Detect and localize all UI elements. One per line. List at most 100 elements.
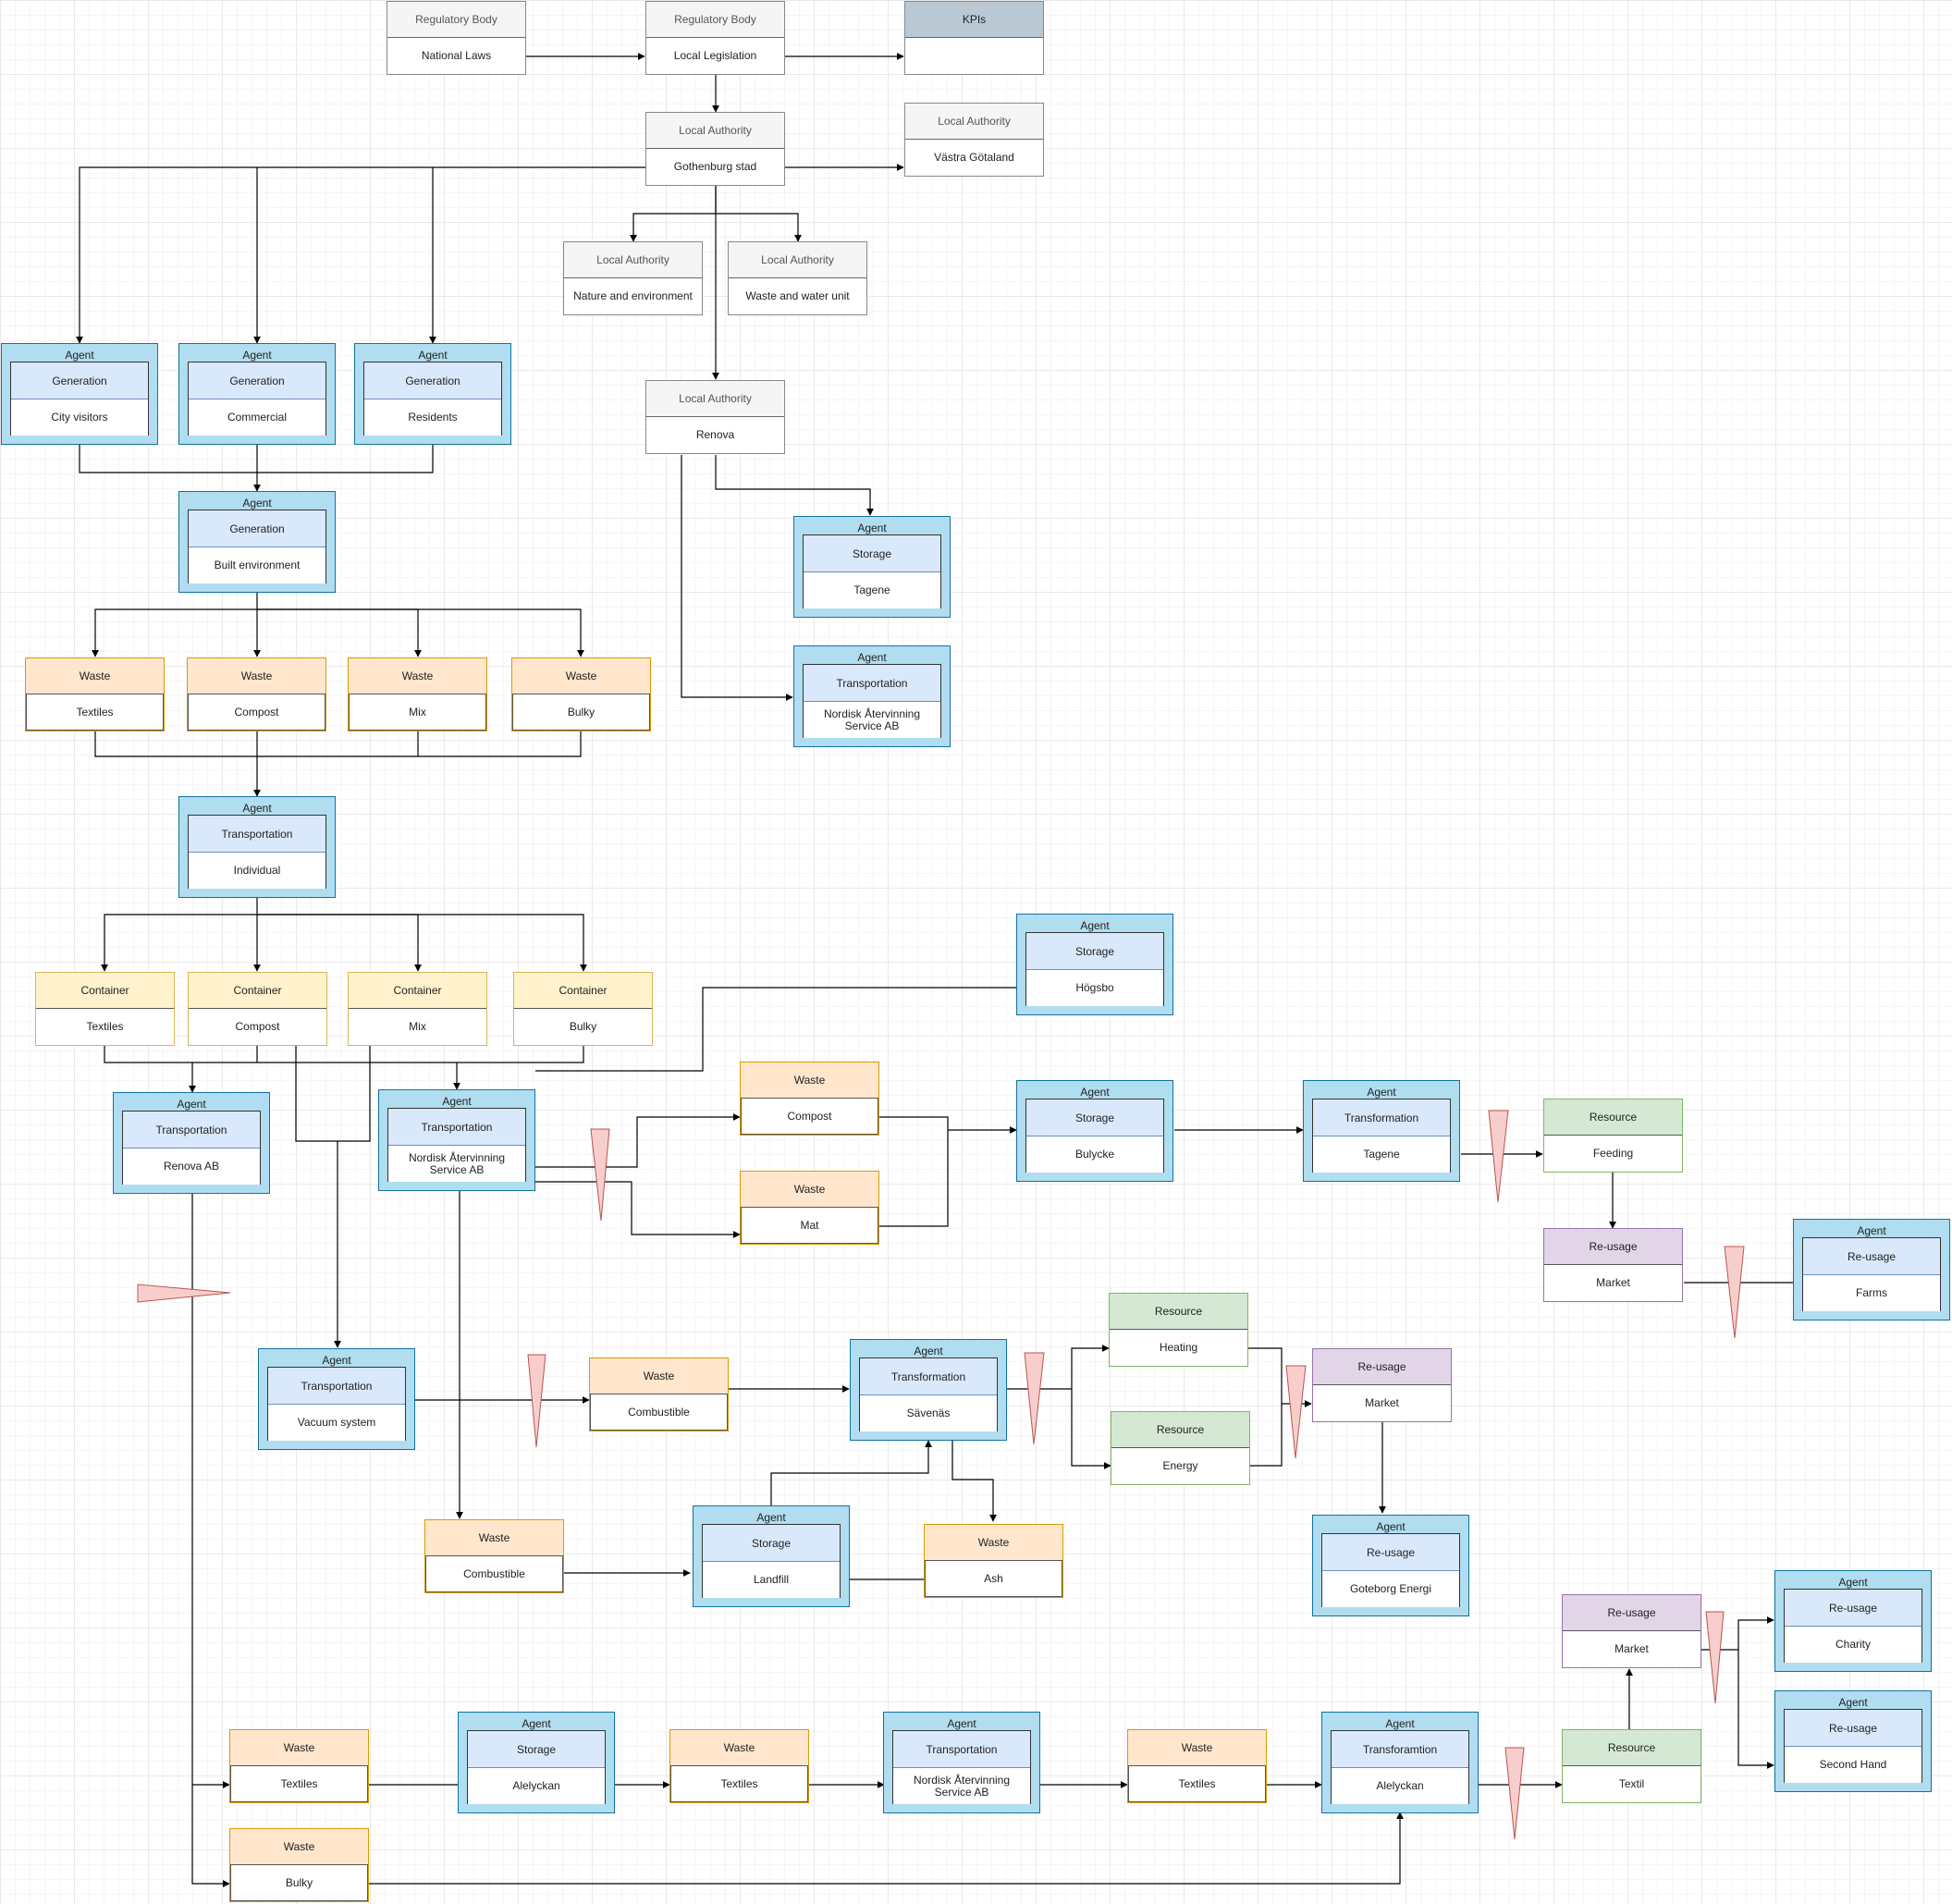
agent-title: Agent <box>1857 1224 1886 1237</box>
node-header: Waste <box>512 658 650 694</box>
resource-energy[interactable]: Resource Energy <box>1111 1411 1250 1485</box>
node-header: Local Authority <box>646 113 784 149</box>
node-header: Resource <box>1544 1099 1682 1136</box>
local-authority-vastra-gotaland[interactable]: Local Authority Västra Götaland <box>904 103 1044 177</box>
connector <box>369 1812 1404 1885</box>
waste-mat[interactable]: Waste Mat <box>740 1171 879 1245</box>
node-header: Waste <box>349 658 486 694</box>
connector <box>257 608 584 657</box>
agent-role: Transforamtion <box>1332 1731 1468 1768</box>
agent-label: Tagene <box>1313 1136 1450 1173</box>
node-header: Regulatory Body <box>646 2 784 38</box>
local-authority-gothenburg-stad[interactable]: Local Authority Gothenburg stad <box>645 112 785 186</box>
agent-label: Nordisk Återvinning Service AB <box>804 702 940 738</box>
waste-textiles-b3[interactable]: Waste Textiles <box>1127 1729 1267 1803</box>
node-header: Resource <box>1563 1730 1700 1766</box>
reusage-market-1[interactable]: Re-usage Market <box>1543 1228 1683 1302</box>
waste-mix-top[interactable]: Waste Mix <box>348 657 487 731</box>
container-bulky[interactable]: Container Bulky <box>513 972 653 1046</box>
resource-textil[interactable]: Resource Textil <box>1562 1729 1701 1803</box>
waste-textiles-b2[interactable]: Waste Textiles <box>669 1729 809 1803</box>
waste-bulky-top[interactable]: Waste Bulky <box>511 657 651 731</box>
connector <box>716 213 802 242</box>
agent-label: Vacuum system <box>268 1405 405 1441</box>
agent-label: Sävenäs <box>860 1395 997 1431</box>
agent-title: Agent <box>857 522 887 534</box>
agent-label: Landfill <box>703 1562 840 1598</box>
reusage-market-2[interactable]: Re-usage Market <box>1312 1348 1452 1422</box>
node-label: Waste and water unit <box>745 289 850 302</box>
agent-title: Agent <box>1385 1717 1415 1730</box>
agent-title: Agent <box>1367 1086 1396 1099</box>
waste-compost-top[interactable]: Waste Compost <box>187 657 326 731</box>
waste-textiles-b1[interactable]: Waste Textiles <box>229 1729 369 1803</box>
container-textiles[interactable]: Container Textiles <box>35 972 175 1046</box>
resource-heating[interactable]: Resource Heating <box>1109 1293 1248 1367</box>
kpis-box[interactable]: KPIs <box>904 1 1044 75</box>
agent-role: Re-usage <box>1785 1590 1921 1627</box>
connector <box>1737 1650 1774 1769</box>
node-label: Textiles <box>1128 1766 1266 1802</box>
node-header: Container <box>36 973 174 1009</box>
local-authority-renova[interactable]: Local Authority Renova <box>645 380 785 454</box>
container-mix[interactable]: Container Mix <box>348 972 487 1046</box>
node-header: Re-usage <box>1313 1349 1451 1385</box>
resource-feeding[interactable]: Resource Feeding <box>1543 1099 1683 1173</box>
reusage-market-3[interactable]: Re-usage Market <box>1562 1594 1701 1668</box>
connector <box>535 984 1025 1072</box>
connector <box>770 1440 932 1507</box>
node-label: Compost <box>741 1099 878 1135</box>
node-label: Mat <box>741 1208 878 1244</box>
waste-bulky-bottom[interactable]: Waste Bulky <box>229 1828 369 1902</box>
agent-label: Commercial <box>189 399 325 436</box>
node-label: Textiles <box>26 694 164 731</box>
node-label: Feeding <box>1592 1147 1634 1160</box>
node-header: Waste <box>230 1730 368 1766</box>
container-compost[interactable]: Container Compost <box>188 972 327 1046</box>
connector <box>1249 1404 1283 1467</box>
connector <box>1071 1389 1111 1469</box>
agent-label: Alelyckan <box>1332 1768 1468 1804</box>
node-label: Ash <box>925 1561 1062 1597</box>
node-label: Bulky <box>569 1020 597 1033</box>
connector <box>79 445 434 473</box>
node-header: Waste <box>925 1525 1062 1561</box>
waste-compost-mid[interactable]: Waste Compost <box>740 1062 879 1136</box>
waste-textiles-top[interactable]: Waste Textiles <box>25 657 165 731</box>
node-label: Textiles <box>230 1766 368 1802</box>
waste-ash[interactable]: Waste Ash <box>924 1524 1063 1598</box>
connector <box>535 1181 741 1238</box>
regulatory-body-local-legislation[interactable]: Regulatory Body Local Legislation <box>645 1 785 75</box>
regulatory-body-national-laws[interactable]: Regulatory Body National Laws <box>387 1 526 75</box>
local-authority-waste-water-unit[interactable]: Local Authority Waste and water unit <box>728 241 867 315</box>
node-header: Re-usage <box>1563 1595 1700 1631</box>
agent-label: Residents <box>364 399 501 436</box>
agent-label: Goteborg Energi <box>1322 1571 1459 1607</box>
connector <box>101 898 258 972</box>
local-authority-nature-environment[interactable]: Local Authority Nature and environment <box>563 241 703 315</box>
waste-combustible-2[interactable]: Waste Combustible <box>424 1519 564 1593</box>
waste-combustible-1[interactable]: Waste Combustible <box>589 1357 729 1431</box>
